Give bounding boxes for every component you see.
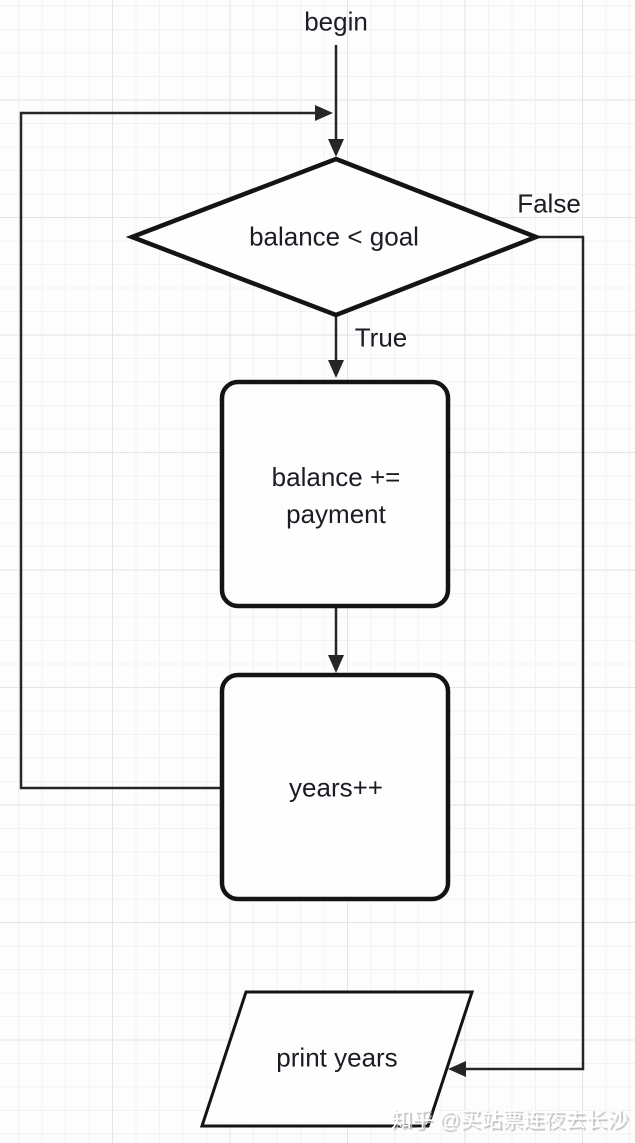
arrowhead-into-payment-icon	[328, 360, 344, 378]
decision-label: balance < goal	[249, 221, 419, 252]
edge-loop-back	[19, 111, 319, 790]
arrowhead-into-decision-icon	[328, 139, 344, 157]
true-branch-label: True	[354, 322, 408, 353]
process-payment-box	[219, 379, 451, 609]
output-parallelogram	[199, 990, 475, 1128]
process-years-label: years++	[289, 772, 383, 803]
decision-diamond	[125, 156, 543, 318]
begin-label: begin	[304, 6, 368, 37]
process-payment-line1: balance +=	[271, 462, 401, 492]
process-payment-label: balance += payment	[272, 459, 401, 533]
output-label: print years	[276, 1042, 398, 1073]
arrowhead-into-output-icon	[448, 1061, 466, 1077]
process-payment-line2: payment	[286, 499, 386, 529]
zhihu-watermark: 知乎 @买站票连夜去长沙	[390, 1109, 628, 1132]
process-years-box	[219, 672, 451, 902]
arrowhead-loop-right-icon	[315, 105, 333, 121]
arrowhead-into-years-icon	[328, 655, 344, 673]
false-branch-label: False	[517, 188, 581, 219]
edge-false-branch	[463, 235, 585, 1071]
